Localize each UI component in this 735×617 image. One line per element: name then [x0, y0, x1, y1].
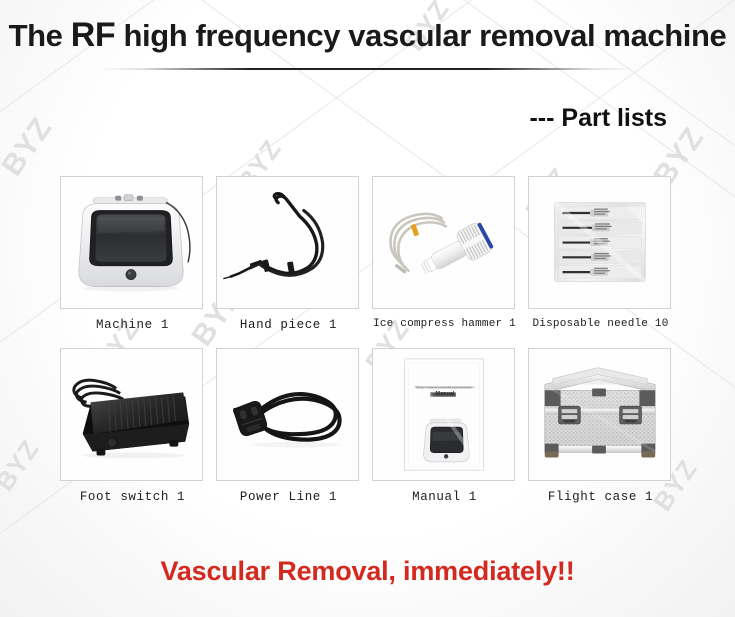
part-label: Disposable needle 10 — [532, 318, 669, 330]
parts-row: Foot switch 1 — [0, 348, 735, 520]
part-label: Ice compress hammer 1 — [373, 318, 516, 330]
part-label: Foot switch 1 — [79, 490, 186, 504]
manual-cover-title: RF high frequency vascular removal machi… — [414, 385, 476, 389]
parts-grid: Machine 1 Han — [0, 176, 735, 520]
part-cell-needle: Disposable needle 10 — [528, 176, 673, 330]
page-title-suffix: high frequency vascular removal machine — [115, 18, 727, 53]
flight-case-photo — [528, 348, 671, 481]
part-label: Power Line 1 — [239, 490, 338, 504]
foot-switch-illustration — [72, 378, 190, 459]
part-label: Hand piece 1 — [239, 318, 338, 332]
ice-compress-hammer-photo — [372, 176, 515, 309]
part-cell-power-line: Power Line 1 — [216, 348, 361, 504]
parts-row: Machine 1 Han — [0, 176, 735, 348]
hand-piece-illustration — [223, 192, 325, 280]
manual-photo: RF high frequency vascular removal machi… — [372, 348, 515, 481]
page-title-prefix: The — [8, 18, 71, 53]
machine-photo — [60, 176, 203, 309]
footer-slogan: Vascular Removal, immediately!! — [160, 556, 575, 586]
power-line-photo — [216, 348, 359, 481]
part-cell-ice-hammer: Ice compress hammer 1 — [372, 176, 517, 330]
flight-case-illustration — [544, 367, 656, 458]
section-subtitle: --- Part lists — [529, 104, 667, 132]
page-title: The RF high frequency vascular removal m… — [0, 16, 735, 55]
hand-piece-photo — [216, 176, 359, 309]
part-cell-machine: Machine 1 — [60, 176, 205, 332]
part-label: Manual 1 — [412, 490, 477, 504]
part-cell-hand-piece: Hand piece 1 — [216, 176, 361, 332]
manual-cover-heading: Manual — [435, 391, 455, 397]
part-cell-flight-case: Flight case 1 — [528, 348, 673, 504]
page-title-rf: RF — [70, 16, 116, 54]
watermark-text: BYZ — [0, 111, 59, 182]
power-line-illustration — [233, 392, 342, 448]
manual-illustration — [402, 357, 486, 472]
part-cell-manual: RF high frequency vascular removal machi… — [372, 348, 517, 504]
disposable-needle-illustration — [553, 200, 647, 284]
machine-illustration — [78, 194, 191, 292]
title-divider — [100, 68, 635, 70]
part-cell-foot-switch: Foot switch 1 — [60, 348, 205, 504]
foot-switch-photo — [60, 348, 203, 481]
disposable-needle-photo — [528, 176, 671, 309]
ice-compress-hammer-illustration — [389, 212, 494, 274]
part-label: Flight case 1 — [547, 490, 654, 504]
part-label: Machine 1 — [96, 318, 169, 332]
